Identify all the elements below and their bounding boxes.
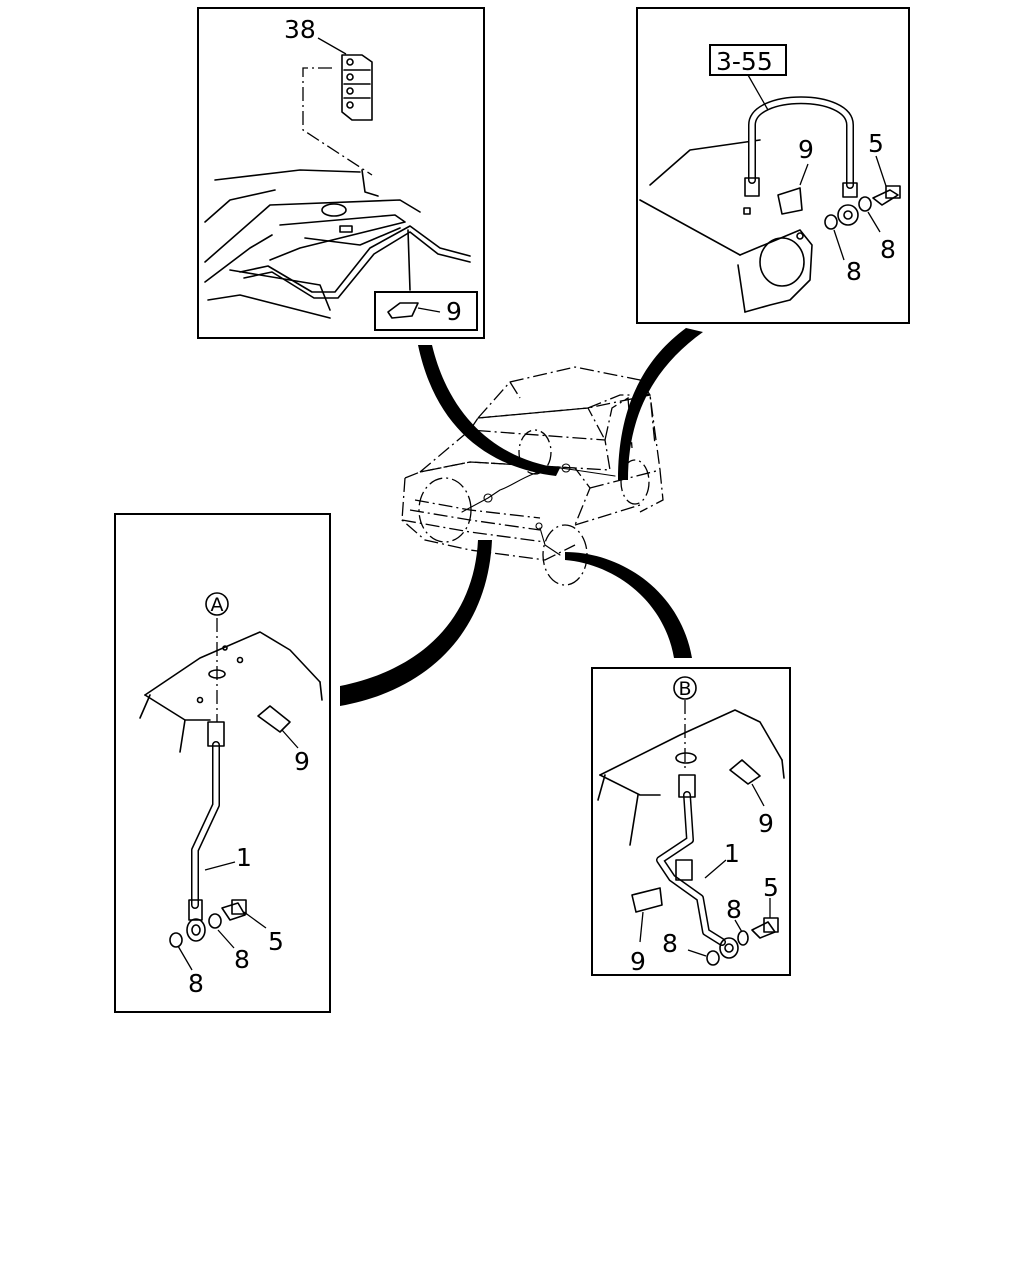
marker-a: A [211,594,224,616]
callout-5-right: 5 [763,873,779,902]
marker-b: B [678,678,691,700]
callout-1-right: 1 [724,839,740,868]
callout-8-left-a: 8 [234,945,250,974]
callout-9-right-lower: 9 [630,947,646,976]
vehicle-illustration [401,366,664,586]
detail-panel-right [591,667,791,976]
callout-9-right-upper: 9 [758,809,774,838]
detail-panel-top-right [636,7,910,324]
callout-9-top-right: 9 [798,135,814,164]
callout-8-top-right-a: 8 [846,257,862,286]
callout-5-top-right: 5 [868,129,884,158]
callout-8-left-b: 8 [188,969,204,998]
swoop-left [340,540,492,706]
callout-8-right-b: 8 [662,929,678,958]
callout-8-top-right-b: 8 [880,235,896,264]
callout-38: 38 [284,15,316,44]
detail-panel-top-left [197,7,485,339]
swoop-top-left [418,345,560,476]
callout-5-left: 5 [268,927,284,956]
detail-panel-left [114,513,331,1013]
callout-3-55: 3-55 [716,47,773,76]
callout-9-top-left: 9 [446,297,462,326]
callout-8-right-a: 8 [726,895,742,924]
swoop-right [565,552,692,658]
callout-labels: 38 9 3-55 9 5 8 8 A 9 1 5 8 8 B 9 1 5 8 … [188,15,896,998]
swoop-top-right [618,328,703,480]
callout-9-left: 9 [294,747,310,776]
callout-1-left: 1 [236,843,252,872]
connector-swoops [340,328,703,706]
